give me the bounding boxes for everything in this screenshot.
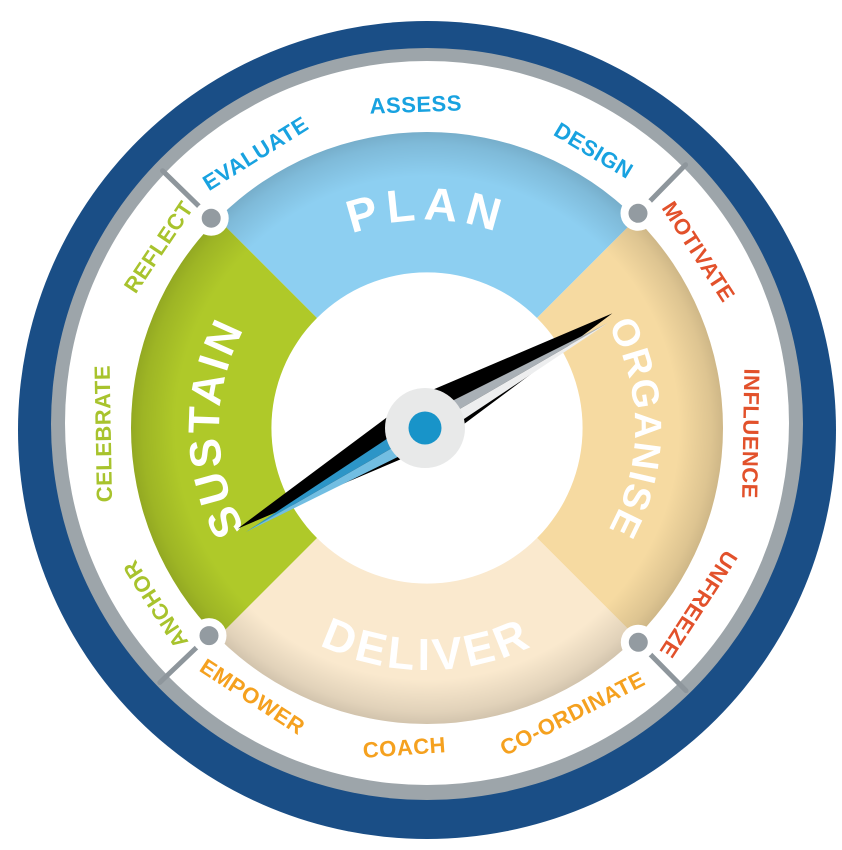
quadrant-divider-pins <box>157 162 689 694</box>
pin-marker-2 <box>193 200 229 236</box>
needle-north-dark <box>420 323 608 428</box>
pin-marker-3 <box>191 618 227 654</box>
ring-label-coach: COACH <box>362 732 447 763</box>
needle-hub-dot <box>408 411 442 445</box>
pin-marker-4 <box>620 624 656 660</box>
needle-south-light <box>246 428 434 532</box>
ring-label-celebrate: CELEBRATE <box>90 365 117 503</box>
pin-stick-1 <box>642 162 689 209</box>
needle-south-dark <box>246 416 427 532</box>
needle-north-light <box>427 323 608 440</box>
pin-marker-1 <box>620 195 656 231</box>
pin-stick-3 <box>157 640 205 685</box>
pin-stick-2 <box>160 168 207 214</box>
pin-stick-4 <box>642 646 689 694</box>
ring-label-assess: ASSESS <box>369 90 462 118</box>
ring-label-influence: INFLUENCE <box>737 368 764 499</box>
compass-needle <box>237 313 613 532</box>
